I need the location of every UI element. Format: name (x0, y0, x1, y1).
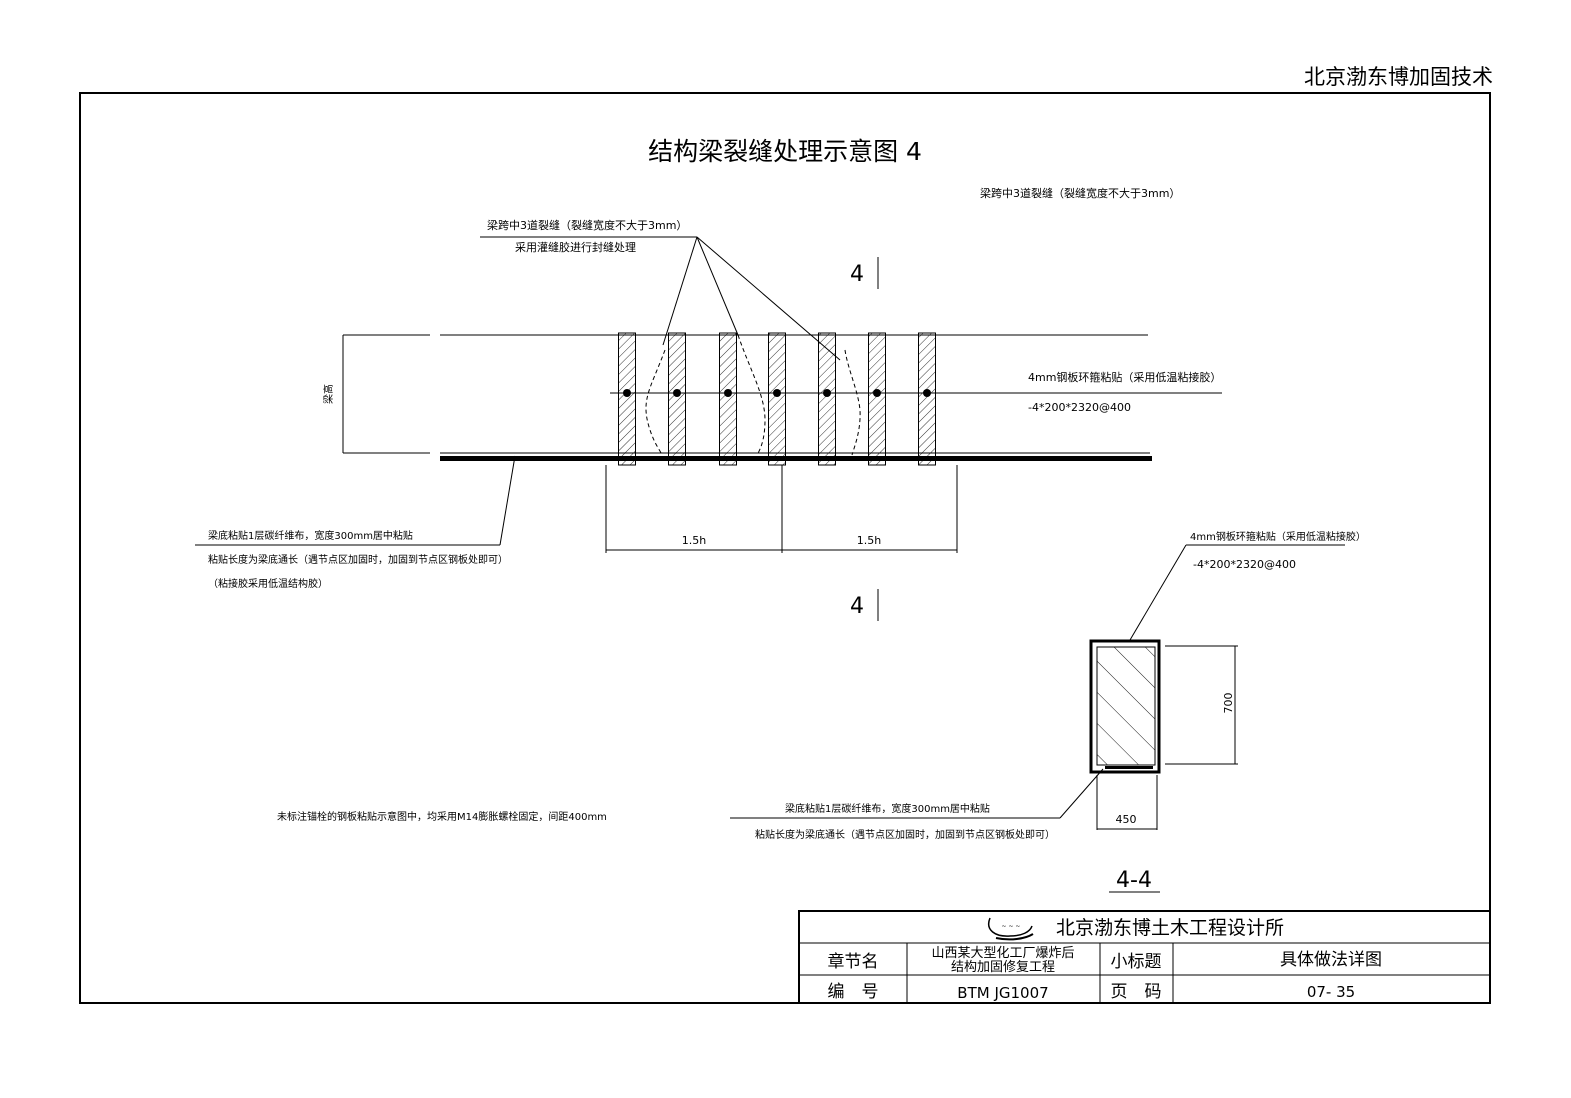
fiber-note-line3: （粘接胶采用低温结构胶） (208, 577, 328, 590)
width-dimension: 450 (1116, 813, 1137, 826)
section-plate-note-line2: -4*200*2320@400 (1193, 558, 1296, 571)
steel-plate-strip (868, 332, 886, 466)
anchor-bolt-icon (673, 389, 681, 397)
fiber-note-line2: 粘贴长度为梁底通长（遇节点区加固时，加固到节点区钢板处即可） (208, 553, 508, 566)
page-value: 07- 35 (1307, 983, 1355, 1001)
crack-note-line2: 采用灌缝胶进行封缝处理 (515, 240, 636, 254)
anchor-bolt-icon (873, 389, 881, 397)
steel-plate-strip (719, 332, 737, 466)
dimension-label: 1.5h (682, 534, 706, 547)
chapter-label: 章节名 (828, 952, 879, 972)
anchor-bolt-icon (823, 389, 831, 397)
section-mark-top: 4 (850, 257, 879, 289)
steel-plate-strip (668, 332, 686, 466)
page-label: 页 码 (1111, 982, 1162, 1002)
top-right-note: 梁跨中3道裂缝（裂缝宽度不大于3mm） (980, 186, 1180, 200)
firm-name: 北京渤东博土木工程设计所 (1056, 917, 1284, 939)
steel-plate-strip (818, 332, 836, 466)
carbon-fiber-strip (440, 456, 1152, 461)
height-dimension: 700 (1222, 693, 1235, 714)
subtitle-label: 小标题 (1111, 952, 1162, 972)
drawing-title: 结构梁裂缝处理示意图 4 (648, 137, 922, 166)
sheet-border (79, 92, 1491, 1004)
chapter-value-line1: 山西某大型化工厂爆炸后 (931, 946, 1074, 961)
firm-logo: ~ ~ ~ (988, 917, 1034, 941)
chapter-value-line2: 结构加固修复工程 (951, 960, 1055, 975)
section-fiber-note-line1: 梁底粘贴1层碳纤维布，宽度300mm居中粘贴 (785, 802, 990, 815)
section-plate-note-line1: 4mm钢板环箍粘贴（采用低温粘接胶） (1190, 530, 1366, 543)
crack-note: 梁跨中3道裂缝（裂缝宽度不大于3mm） 采用灌缝胶进行封缝处理 (480, 218, 841, 361)
code-value: BTM JG1007 (957, 984, 1048, 1002)
steel-plate-note-line2: -4*200*2320@400 (1028, 401, 1131, 414)
beam-elevation: 梁高 (322, 332, 1222, 466)
steel-plate-note: 4mm钢板环箍粘贴（采用低温粘接胶） -4*200*2320@400 (1028, 370, 1221, 414)
section-fiber-note-line2: 粘贴长度为梁底通长（遇节点区加固时，加固到节点区钢板处即可） (755, 828, 1055, 841)
spacing-dimension: 1.5h 1.5h (605, 465, 958, 553)
section-4-4: 700 450 4mm钢板环箍粘贴（采用低温粘接胶） -4*200*2320@4… (730, 530, 1366, 893)
steel-plate-strip (618, 332, 636, 466)
steel-plate-strip (918, 332, 936, 466)
fiber-note: 梁底粘贴1层碳纤维布，宽度300mm居中粘贴 粘贴长度为梁底通长（遇节点区加固时… (195, 455, 516, 590)
steel-plate-note-line1: 4mm钢板环箍粘贴（采用低温粘接胶） (1028, 370, 1221, 384)
anchor-bolt-icon (623, 389, 631, 397)
code-label: 编 号 (828, 982, 879, 1002)
svg-text:4: 4 (850, 262, 864, 287)
svg-text:~ ~ ~: ~ ~ ~ (1002, 923, 1021, 930)
anchor-bolt-icon (923, 389, 931, 397)
subtitle-value: 具体做法详图 (1280, 950, 1382, 970)
dimension-label: 1.5h (857, 534, 881, 547)
steel-plate-strip (768, 332, 786, 466)
company-watermark: 北京渤东博加固技术 (1304, 65, 1493, 89)
section-mark-bottom: 4 (850, 589, 879, 621)
title-block: ~ ~ ~ 北京渤东博土木工程设计所 章节名 山西某大型化工厂爆炸后 结构加固修… (798, 910, 1491, 1004)
anchor-bolt-icon (773, 389, 781, 397)
beam-height-label: 梁高 (322, 384, 335, 404)
svg-text:4: 4 (850, 594, 864, 619)
section-label: 4-4 (1116, 868, 1152, 893)
anchor-note: 未标注锚栓的钢板粘贴示意图中，均采用M14膨胀螺栓固定，间距400mm (277, 810, 607, 823)
anchor-bolt-icon (724, 389, 732, 397)
crack-note-line1: 梁跨中3道裂缝（裂缝宽度不大于3mm） (487, 218, 687, 232)
fiber-note-line1: 梁底粘贴1层碳纤维布，宽度300mm居中粘贴 (208, 529, 413, 542)
